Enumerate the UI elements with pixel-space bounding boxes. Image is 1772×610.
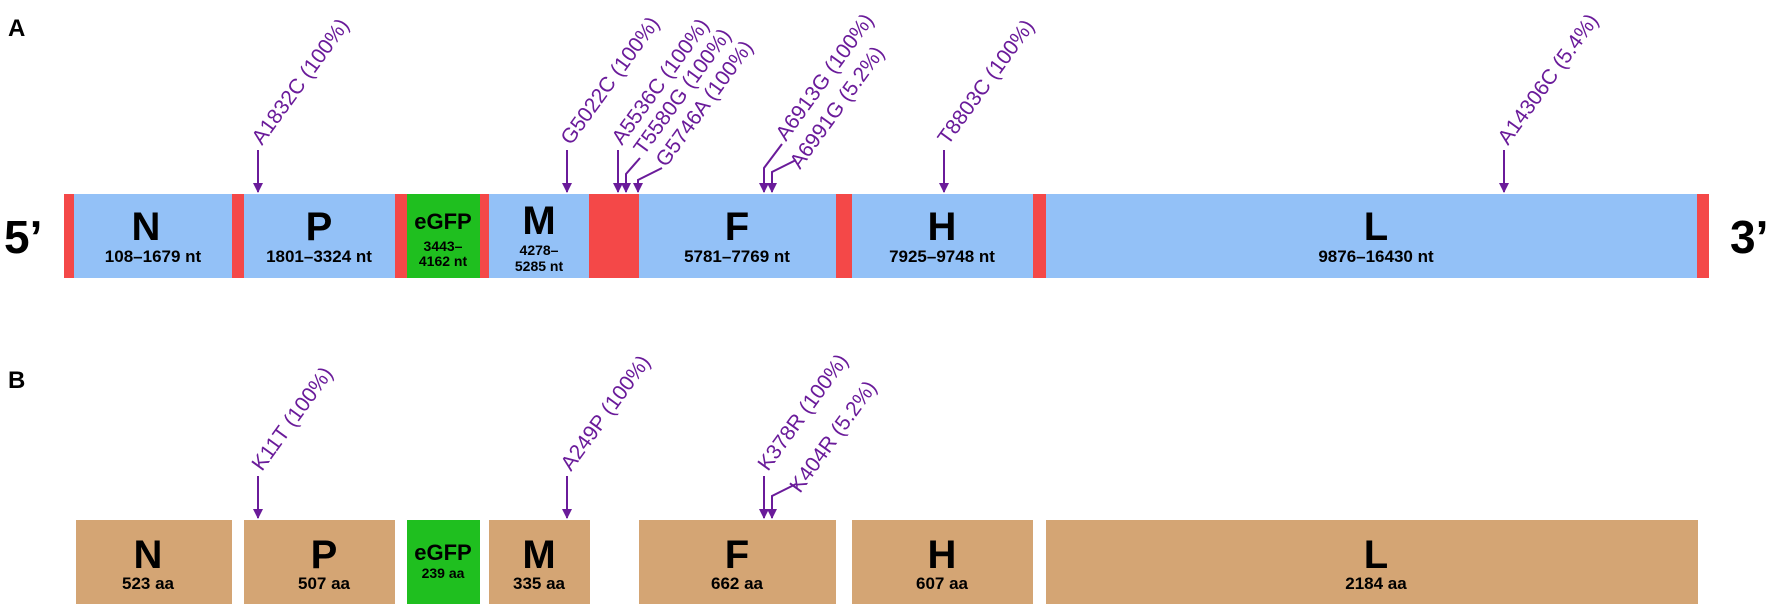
gene-block-h — [852, 194, 1033, 278]
protein-name-n: N — [134, 533, 163, 577]
gene-range-p: 1801–3324 nt — [266, 247, 372, 266]
mutation-label-t8803c: T8803C (100%) — [933, 15, 1039, 148]
protein-block-egfp — [407, 520, 480, 604]
protein-length-p: 507 aa — [298, 574, 351, 593]
mutation-arrow-a6913g — [759, 143, 783, 193]
protein-block-m — [489, 520, 590, 604]
gene-name-m: M — [522, 199, 555, 243]
gene-block-n — [74, 194, 232, 278]
protein-name-egfp: eGFP — [414, 540, 471, 565]
gene-name-p: P — [306, 205, 333, 249]
protein-block-h — [852, 520, 1033, 604]
mutation-label-a249p: A249P (100%) — [556, 351, 655, 475]
gene-range-f: 5781–7769 nt — [684, 247, 790, 266]
gene-name-f: F — [725, 205, 749, 249]
mutation-label-a14306c: A14306C (5.4%) — [1493, 10, 1603, 149]
protein-name-p: P — [311, 533, 338, 577]
gene-range-n: 108–1679 nt — [105, 247, 202, 266]
panel-a-label: A — [8, 15, 25, 42]
protein-block-p — [244, 520, 395, 604]
gene-name-h: H — [928, 205, 957, 249]
gene-range-l: 9876–16430 nt — [1318, 247, 1434, 266]
protein-length-h: 607 aa — [916, 574, 969, 593]
gene-range-egfp-line1: 3443– — [424, 238, 463, 254]
mutation-arrow-a6991g — [767, 159, 797, 193]
gene-name-egfp: eGFP — [414, 209, 471, 234]
mutation-label-k404r: K404R (5.2%) — [785, 377, 881, 497]
protein-length-f: 662 aa — [711, 574, 764, 593]
protein-block-f — [639, 520, 836, 604]
protein-length-n: 523 aa — [122, 574, 175, 593]
gene-block-p — [244, 194, 395, 278]
gene-range-m-line2: 5285 nt — [515, 258, 564, 274]
gene-range-h: 7925–9748 nt — [889, 247, 995, 266]
three-prime-label: 3’ — [1730, 211, 1768, 263]
mutation-label-k11t: K11T (100%) — [247, 363, 337, 475]
panel-b: B N P eGFP M F H L 523 aa 507 aa 239 aa … — [8, 350, 1698, 604]
mutation-label-a1832c: A1832C (100%) — [247, 15, 353, 149]
protein-name-h: H — [928, 533, 957, 577]
gene-name-n: N — [132, 205, 161, 249]
protein-length-l: 2184 aa — [1345, 574, 1407, 593]
protein-block-n — [76, 520, 232, 604]
protein-length-m: 335 aa — [513, 574, 566, 593]
gene-range-egfp-line2: 4162 nt — [419, 253, 468, 269]
protein-name-l: L — [1364, 533, 1388, 577]
gene-name-l: L — [1364, 205, 1388, 249]
mutation-arrow-k404r — [767, 483, 797, 519]
protein-length-egfp: 239 aa — [422, 565, 465, 581]
gene-block-l — [1046, 194, 1697, 278]
mutation-arrow-g5746a — [633, 167, 663, 193]
protein-name-f: F — [725, 533, 749, 577]
protein-name-m: M — [522, 533, 555, 577]
five-prime-label: 5’ — [4, 211, 42, 263]
mutation-arrow-t5580g — [621, 157, 641, 193]
panel-b-label: B — [8, 367, 25, 394]
gene-block-m — [489, 194, 589, 278]
gene-block-f — [639, 194, 836, 278]
gene-range-m-line1: 4278– — [520, 242, 559, 258]
gene-block-egfp — [407, 194, 480, 278]
protein-block-l — [1046, 520, 1698, 604]
panel-a: A 5’ 3’ N P eGFP M F H L 108–1679 nt 180… — [4, 10, 1768, 278]
